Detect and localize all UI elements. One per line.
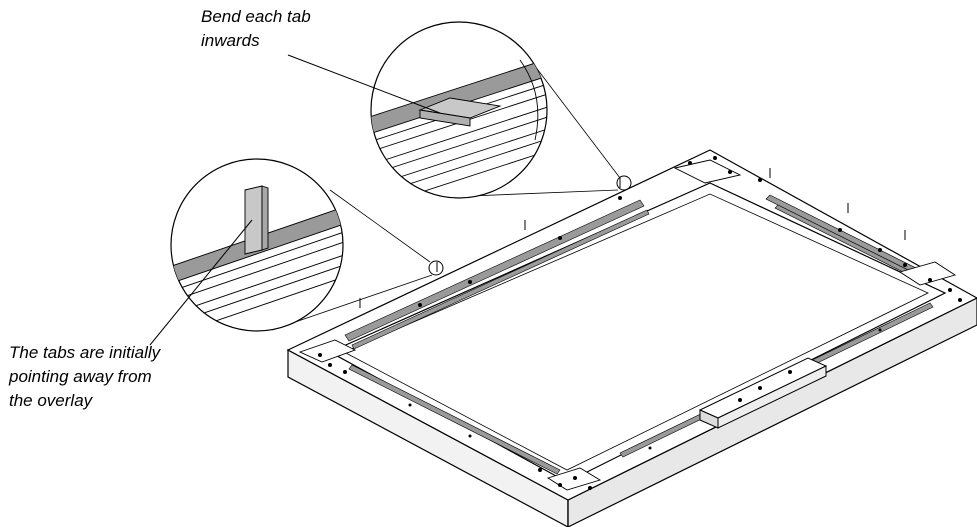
leader-initial-label xyxy=(149,219,253,346)
detail-magnifier-initial-tab xyxy=(170,158,344,332)
frame-tabs xyxy=(359,168,906,308)
tab-location-marker-left xyxy=(428,260,444,276)
tab-location-marker-top xyxy=(616,175,632,191)
detail-magnifier-bent-tab xyxy=(370,21,548,199)
center-splice-plate xyxy=(698,357,828,429)
annotation-line: the overlay xyxy=(9,391,93,410)
annotation-bend-tabs: Bend each tab inwards xyxy=(201,5,311,53)
fastener-holes xyxy=(318,156,962,490)
annotation-line: Bend each tab xyxy=(201,7,311,26)
annotation-line: inwards xyxy=(201,31,260,50)
annotation-line: pointing away from xyxy=(9,367,152,386)
annotation-line: The tabs are initially xyxy=(9,343,161,362)
leader-bend-label xyxy=(287,54,441,114)
annotation-tabs-initial: The tabs are initially pointing away fro… xyxy=(9,341,160,413)
